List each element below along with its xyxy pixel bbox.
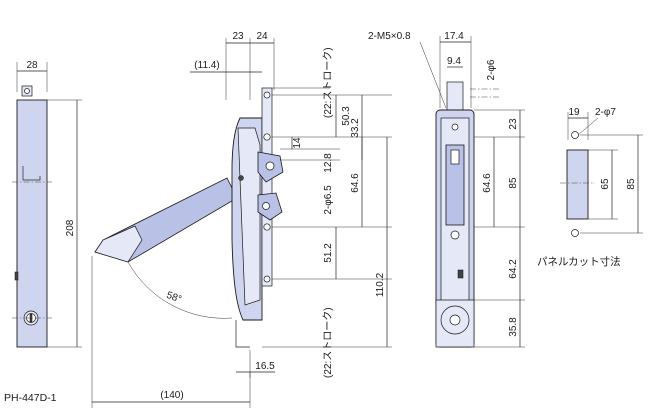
rear-top-pins — [446, 81, 464, 111]
lower-linkage — [257, 192, 283, 221]
rear-dim-358-text: 35.8 — [508, 317, 519, 337]
side-top-b-text: 24 — [256, 31, 268, 42]
rear-dim-85-text: 85 — [508, 177, 519, 189]
panel-cutout — [566, 149, 589, 220]
rear-dim-646-text: 64.6 — [482, 173, 493, 193]
roller-axle — [449, 314, 461, 326]
rear-width-text: 17.4 — [444, 31, 464, 42]
dim-128-text: 12.8 — [323, 153, 334, 173]
front-height-text: 208 — [65, 219, 76, 236]
rear-lower-pivot — [450, 230, 460, 240]
rear-dim-23-text: 23 — [508, 118, 519, 130]
front-top-pin-hole — [24, 88, 30, 94]
pins-text: 2-φ6 — [486, 59, 497, 80]
side-offset-text: (11.4) — [194, 60, 219, 71]
side-body-face — [237, 127, 261, 306]
handle-pivot — [238, 175, 244, 181]
angle-text: 58° — [165, 290, 183, 306]
open-handle-grip — [94, 225, 143, 263]
holes-65-text: 2-φ6.5 — [323, 185, 334, 215]
panel-cut-caption: パネルカット寸法 — [537, 255, 621, 268]
rear-cam-slot — [450, 149, 460, 165]
front-view: 28 208 — [12, 60, 82, 348]
part-number: PH-447D-1 — [4, 392, 57, 404]
dim-646-text: 64.6 — [350, 173, 361, 193]
mount-hole-lower — [263, 223, 271, 231]
panel-dim-85-text: 85 — [626, 178, 637, 190]
lower-linkage-pivot — [262, 202, 270, 210]
base-text: 16.5 — [255, 361, 275, 372]
stroke-top-text: (22:ストローク) — [322, 47, 334, 118]
rear-inner-text: 9.4 — [447, 56, 461, 67]
dim-503-text: 50.3 — [341, 106, 352, 126]
front-hook-notch — [22, 166, 41, 181]
panel-hole-top — [571, 131, 579, 139]
side-view: 23 24 (11.4) (22:ストローク) — [91, 31, 392, 408]
panel-holes-leader — [577, 117, 599, 136]
dim-14-text: 14 — [292, 137, 303, 149]
angle-arc — [127, 261, 233, 319]
dim-332-text: 33.2 — [350, 118, 361, 138]
stroke-bottom-text: (22:ストローク) — [322, 307, 334, 378]
reach-text: (140) — [160, 390, 183, 401]
mount-hole-upper — [263, 133, 271, 141]
rear-mechanism — [445, 144, 465, 226]
front-side-pin — [14, 271, 19, 281]
panel-dim-65-text: 65 — [600, 178, 611, 190]
screws-leader — [419, 41, 447, 109]
front-width-text: 28 — [26, 60, 38, 71]
screws-text: 2-M5×0.8 — [368, 31, 411, 42]
panel-width-text: 19 — [568, 107, 580, 118]
strip-hole-top — [263, 91, 271, 99]
panel-holes-text: 2-φ7 — [595, 107, 616, 118]
panel-hole-bottom — [571, 229, 579, 237]
dim-512-text: 51.2 — [323, 243, 334, 263]
strip-hole-bottom — [263, 275, 271, 283]
rear-upper-pivot — [451, 123, 459, 131]
upper-linkage-pivot — [265, 161, 275, 171]
rear-view: 2-M5×0.8 17.4 9.4 2-φ6 23 — [368, 31, 525, 348]
panel-cut-view: 19 2-φ7 65 85 パネルカット寸法 — [537, 107, 643, 268]
mounting-strip — [261, 87, 273, 287]
side-top-a-text: 23 — [232, 31, 244, 42]
rear-latch-tab — [457, 269, 464, 279]
front-body — [16, 99, 48, 348]
side-base-outline — [235, 320, 250, 348]
dim-1102-text: 110.2 — [375, 272, 386, 297]
rear-dim-642-text: 64.2 — [508, 259, 519, 279]
